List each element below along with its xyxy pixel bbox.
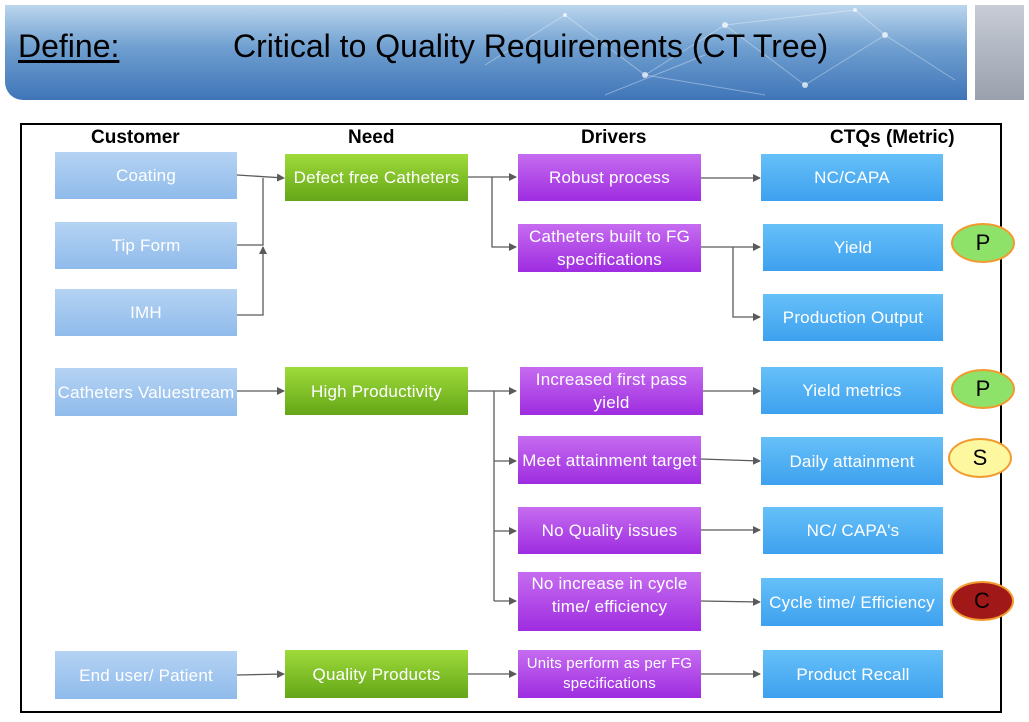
customer-catheters-valuestream: Catheters Valuestream	[55, 368, 237, 416]
link-coating-need	[236, 173, 285, 182]
customer-tip-form: Tip Form	[55, 222, 237, 269]
customer-end-user-patient: End user/ Patient	[55, 651, 237, 699]
page-title: Critical to Quality Requirements (CT Tre…	[233, 28, 829, 64]
link-driver2-ctq3	[732, 247, 761, 321]
column-header-drivers: Drivers	[581, 127, 647, 148]
priority-badge-yield-metrics: P	[951, 369, 1015, 409]
driver-no-quality-issues: No Quality issues	[518, 507, 701, 554]
column-header-need: Need	[348, 127, 395, 148]
ctq-nc-capas: NC/ CAPA's	[763, 507, 943, 554]
ctq-yield: Yield	[763, 224, 943, 271]
column-header-ctqs: CTQs (Metric)	[830, 127, 955, 148]
driver-robust-process: Robust process	[518, 154, 701, 201]
link-imh-need	[237, 246, 267, 316]
link-driver4-ctq5	[700, 456, 761, 465]
driver-built-to-fg-specs: Catheters built to FG specifications	[518, 224, 701, 272]
link-need1-driver2	[491, 177, 517, 251]
driver-first-pass-yield: Increased first pass yield	[520, 367, 703, 415]
ctq-cycle-time-efficiency: Cycle time/ Efficiency	[761, 578, 943, 626]
link-enduser-need	[236, 670, 285, 679]
need-defect-free-catheters: Defect free Catheters	[285, 154, 468, 201]
customer-coating: Coating	[55, 152, 237, 199]
define-label: Define:	[18, 28, 120, 64]
priority-badge-cycle-time: C	[950, 581, 1014, 621]
driver-attainment-target: Meet attainment target	[518, 436, 701, 484]
priority-badge-yield: P	[951, 223, 1015, 263]
ctq-daily-attainment: Daily attainment	[761, 437, 943, 485]
need-high-productivity: High Productivity	[285, 367, 468, 415]
ctq-product-recall: Product Recall	[763, 650, 943, 698]
link-driver6-ctq7	[700, 597, 761, 606]
ctq-nc-capa: NC/CAPA	[761, 154, 943, 201]
driver-cycle-time: No increase in cycle time/ efficiency	[518, 572, 701, 631]
link-tipform-need	[237, 178, 264, 246]
customer-imh: IMH	[55, 289, 237, 336]
priority-badge-daily-attainment: S	[948, 438, 1012, 478]
ct-tree-frame	[20, 123, 1002, 713]
driver-units-perform: Units perform as per FG specifications	[518, 650, 701, 698]
column-header-customer: Customer	[91, 127, 180, 148]
network-pattern-icon	[484, 8, 956, 96]
need-quality-products: Quality Products	[285, 650, 468, 698]
header-side-panel	[975, 5, 1024, 100]
ctq-production-output: Production Output	[763, 294, 943, 341]
ctq-yield-metrics: Yield metrics	[761, 367, 943, 414]
header-banner	[5, 5, 967, 100]
